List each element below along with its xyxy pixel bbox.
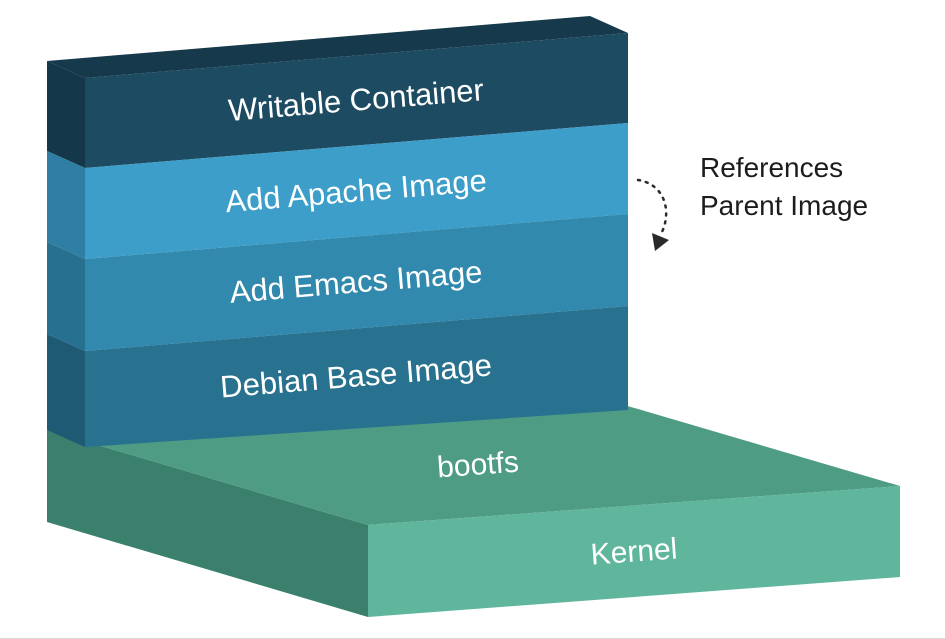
layer-debian-front-face [85,306,628,447]
layer-emacs-front-face [85,214,628,351]
layer-debian-side-face [47,334,85,447]
annotation-line1: References [700,152,844,183]
layer-emacs-side-face [47,242,85,351]
layer-writable-side-face [47,61,85,168]
platform-left-face [47,430,368,617]
annotation-references-parent: References Parent Image [700,149,868,225]
annotation-line2: Parent Image [700,190,869,221]
layer-apache-side-face [47,151,85,259]
reference-arrowhead-icon [652,233,669,251]
platform-front-face [368,486,900,617]
layer-apache-front-face [85,123,628,259]
wall-top-face [47,16,628,78]
platform-label-bootfs: bootfs [436,446,520,485]
reference-arrow-curve [636,178,668,234]
platform-label-kernel: Kernel [590,532,679,571]
